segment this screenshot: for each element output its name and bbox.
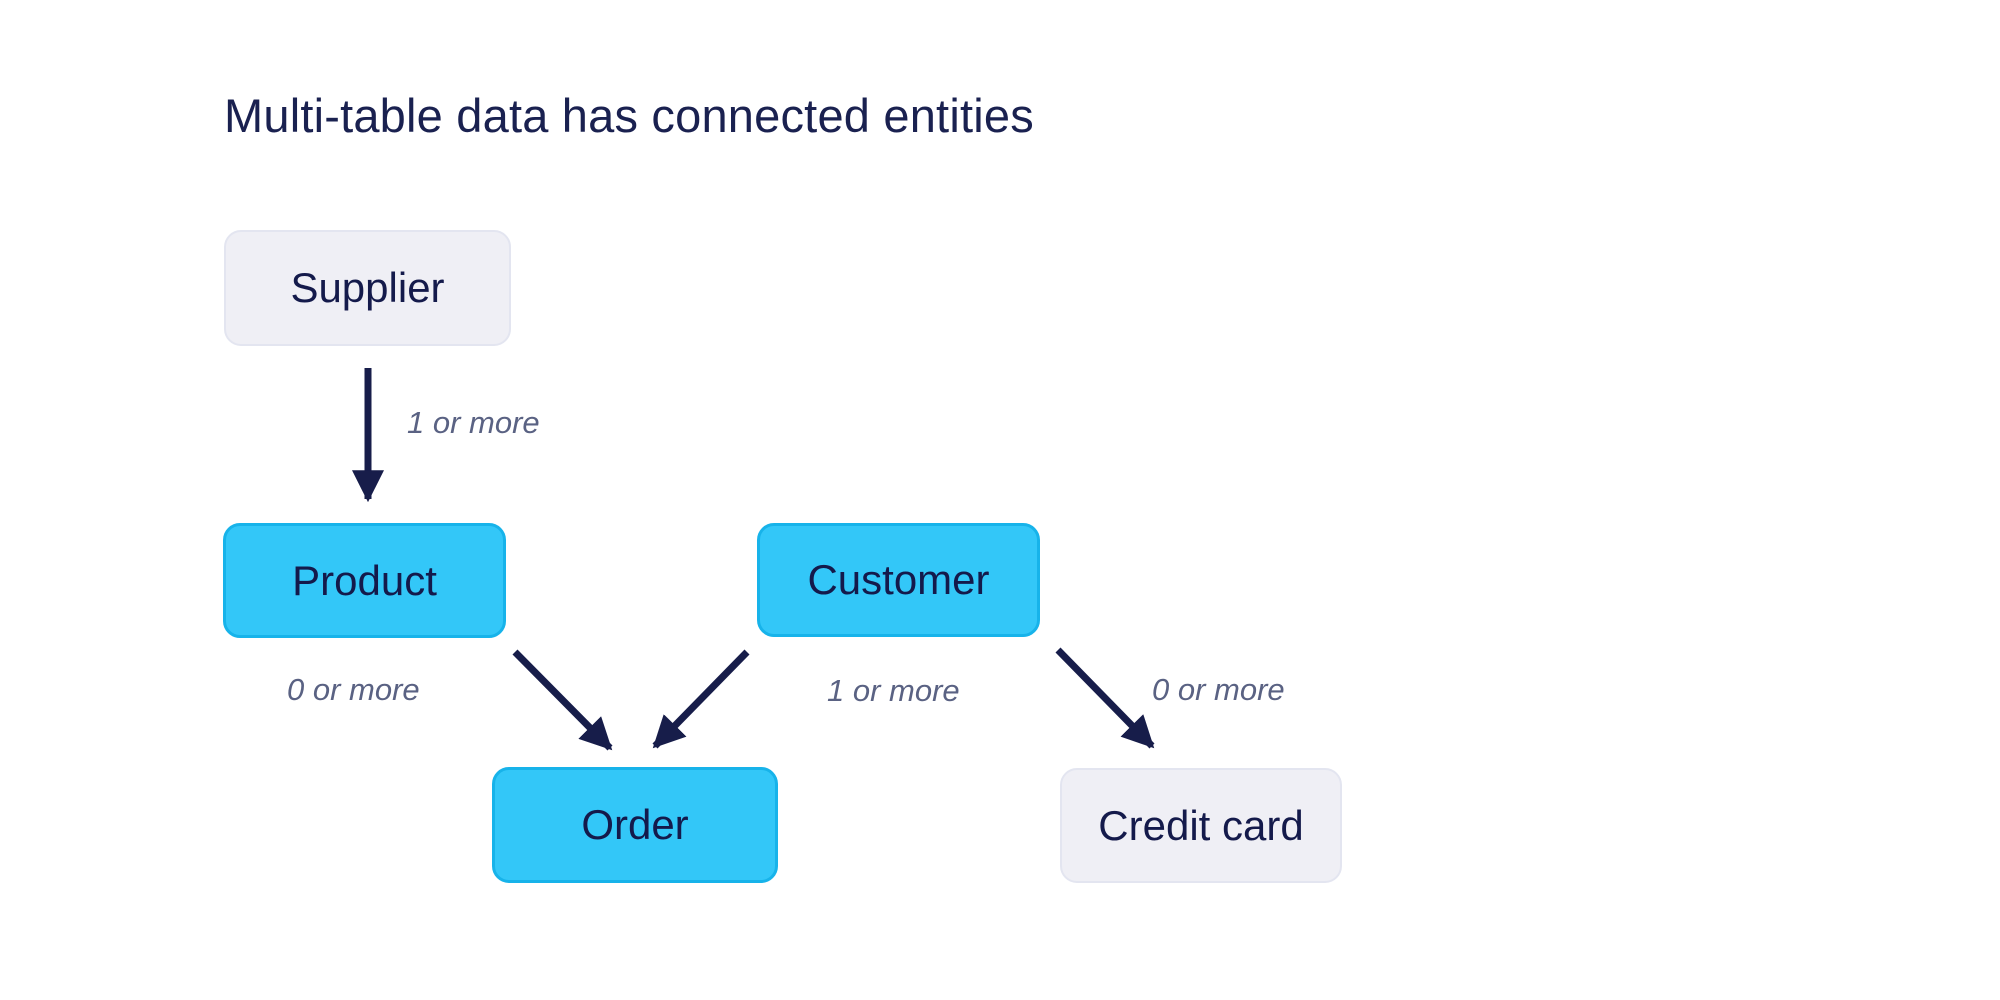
arrow-customer-to-credit-card (1055, 647, 1155, 749)
arrow-product-to-order (512, 649, 613, 751)
edge-label-product-to-order: 0 or more (287, 672, 420, 707)
node-label: Product (292, 556, 437, 604)
node-order: Order (492, 767, 778, 883)
node-label: Customer (807, 556, 990, 603)
node-label: Order (581, 801, 689, 848)
node-label: Credit card (1098, 801, 1304, 849)
edge-label-customer-to-credit-card: 0 or more (1152, 672, 1285, 707)
node-supplier: Supplier (224, 230, 511, 346)
edge-label-customer-to-order: 1 or more (827, 673, 960, 708)
page-title: Multi-table data has connected entities (224, 89, 1034, 142)
node-customer: Customer (757, 523, 1040, 637)
edge-label-supplier-to-product: 1 or more (407, 405, 540, 440)
node-product: Product (223, 523, 506, 638)
arrow-customer-to-order (652, 649, 750, 749)
node-credit-card: Credit card (1060, 768, 1342, 883)
node-label: Supplier (290, 264, 445, 311)
